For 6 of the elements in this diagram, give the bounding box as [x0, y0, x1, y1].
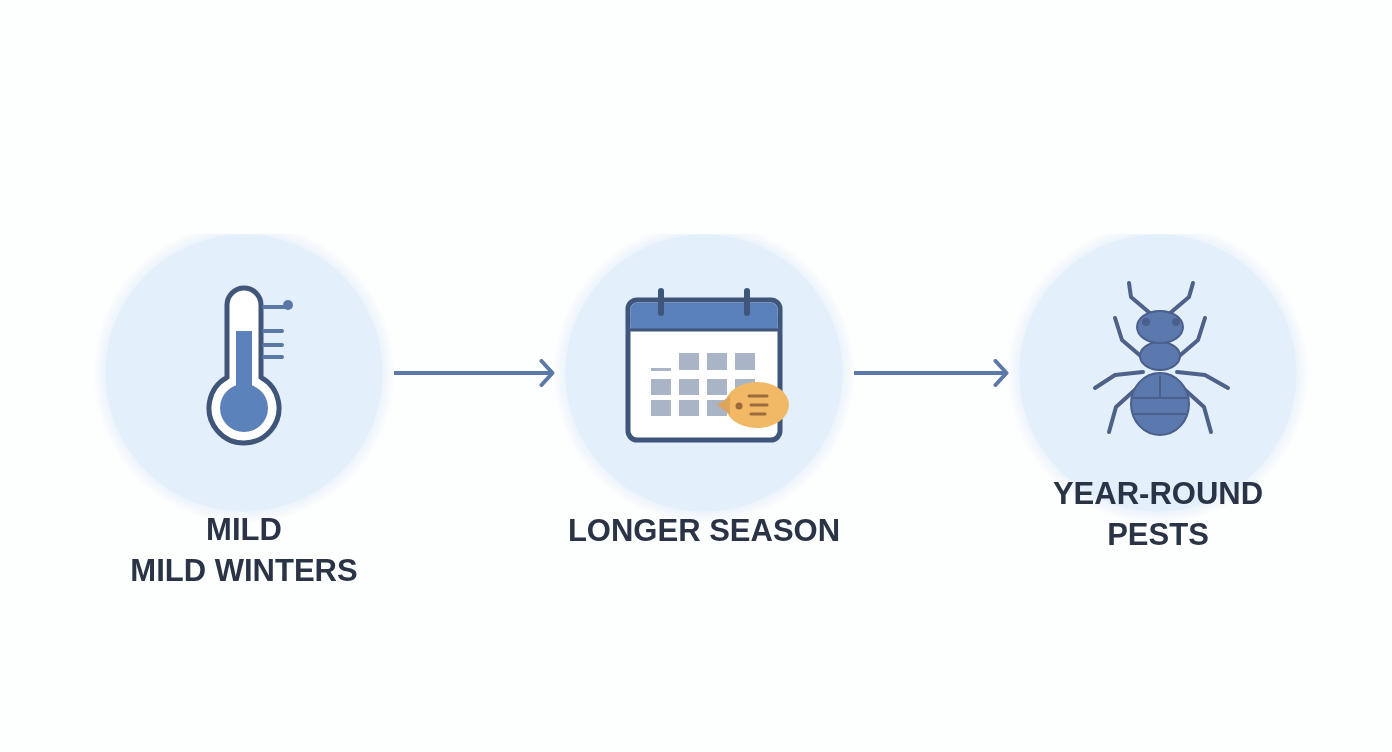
node-label: LONGER SEASON	[567, 513, 841, 548]
node-label: MILD	[206, 512, 282, 547]
arrow	[854, 359, 1009, 387]
node-label: MILD WINTERS	[130, 553, 358, 588]
node-label: YEAR-ROUND PESTS	[1052, 476, 1264, 552]
arrow	[394, 359, 555, 387]
